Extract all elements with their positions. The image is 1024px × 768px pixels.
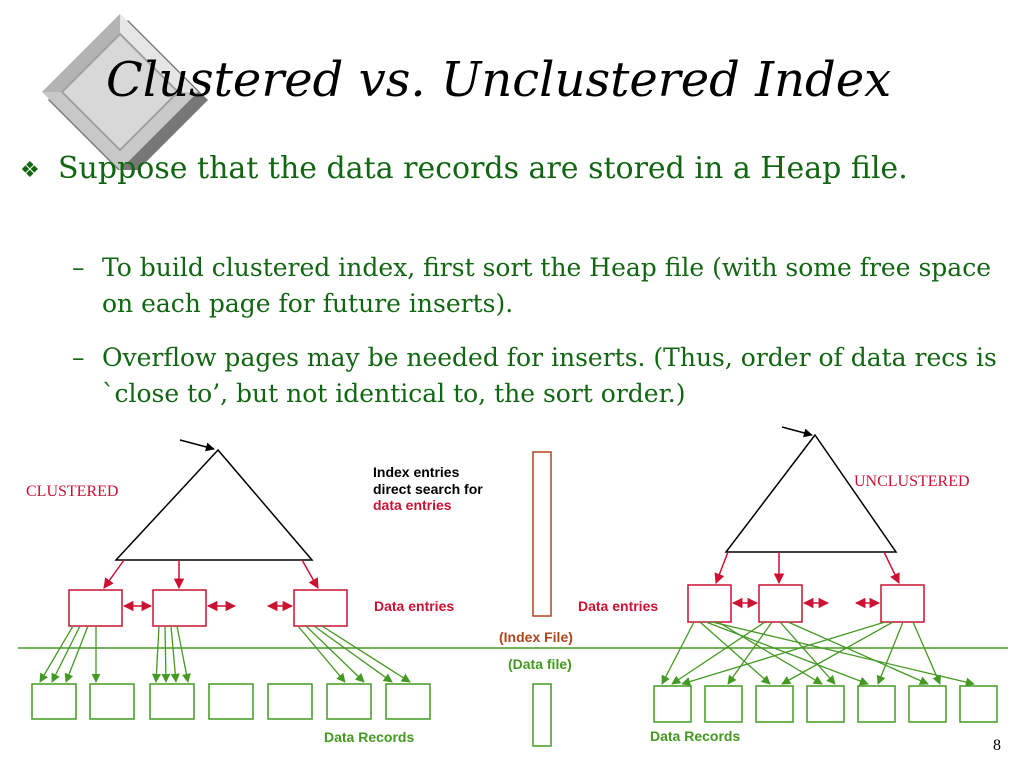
data-record-page xyxy=(704,685,743,723)
main-bullet-text: Suppose that the data records are stored… xyxy=(58,151,908,186)
data-entry-page xyxy=(687,584,732,623)
dash-marker: – xyxy=(72,253,85,282)
main-bullet: ❖ Suppose that the data records are stor… xyxy=(20,148,1010,190)
slide-title: Clustered vs. Unclustered Index xyxy=(106,52,892,108)
unclustered-data-record-pages xyxy=(653,685,998,723)
index-file-column xyxy=(532,451,552,617)
index-note-line1: Index entries xyxy=(373,464,460,480)
unclustered-tree-arrows xyxy=(714,551,900,585)
data-record-page xyxy=(326,683,372,720)
data-entry-page xyxy=(293,589,348,627)
clustered-record-arrows xyxy=(39,625,411,683)
data-record-page xyxy=(31,683,77,720)
data-record-page xyxy=(755,685,794,723)
data-entry-page xyxy=(758,584,803,623)
diamond-logo-icon xyxy=(42,14,208,170)
clustered-index-tree xyxy=(114,448,314,561)
data-entry-page xyxy=(68,589,123,627)
root-pointer-arrow xyxy=(781,426,813,438)
data-records-left-label: Data Records xyxy=(324,729,414,745)
data-record-page xyxy=(908,685,947,723)
data-record-page xyxy=(385,683,431,720)
clustered-data-record-pages xyxy=(31,683,431,720)
root-pointer-arrow xyxy=(179,439,215,452)
data-record-page xyxy=(89,683,135,720)
unclustered-label: UNCLUSTERED xyxy=(854,473,970,490)
unclustered-record-arrows xyxy=(661,621,975,687)
index-note-line3: data entries xyxy=(373,497,452,513)
data-record-page xyxy=(267,683,313,720)
data-record-page xyxy=(959,685,998,723)
sub-bullet-1: – To build clustered index, first sort t… xyxy=(72,250,1012,322)
data-record-page xyxy=(208,683,254,720)
data-entry-page xyxy=(880,584,925,623)
data-file-column xyxy=(532,683,552,747)
data-records-right-label: Data Records xyxy=(650,728,740,744)
clustered-data-entry-pages xyxy=(68,589,348,627)
index-file-label: (Index File) xyxy=(499,629,573,645)
dash-marker: – xyxy=(72,343,85,372)
diamond-bullet-icon: ❖ xyxy=(20,158,40,183)
data-entries-left-label: Data entries xyxy=(374,598,454,614)
sub-bullet-text: Overflow pages may be needed for inserts… xyxy=(102,343,997,408)
sub-bullet-text: To build clustered index, first sort the… xyxy=(102,253,992,318)
data-record-page xyxy=(149,683,195,720)
page-number: 8 xyxy=(993,737,1001,754)
data-record-page xyxy=(857,685,896,723)
data-file-label: (Data file) xyxy=(508,656,572,672)
clustered-tree-arrows xyxy=(103,559,319,590)
index-note-line2: direct search for xyxy=(373,481,483,497)
data-record-page xyxy=(806,685,845,723)
unclustered-index-tree xyxy=(724,433,898,553)
data-entries-right-label: Data entries xyxy=(578,598,658,614)
data-entry-page xyxy=(152,589,207,627)
clustered-label: CLUSTERED xyxy=(26,483,118,500)
data-record-page xyxy=(653,685,692,723)
sub-bullet-2: – Overflow pages may be needed for inser… xyxy=(72,340,1012,412)
